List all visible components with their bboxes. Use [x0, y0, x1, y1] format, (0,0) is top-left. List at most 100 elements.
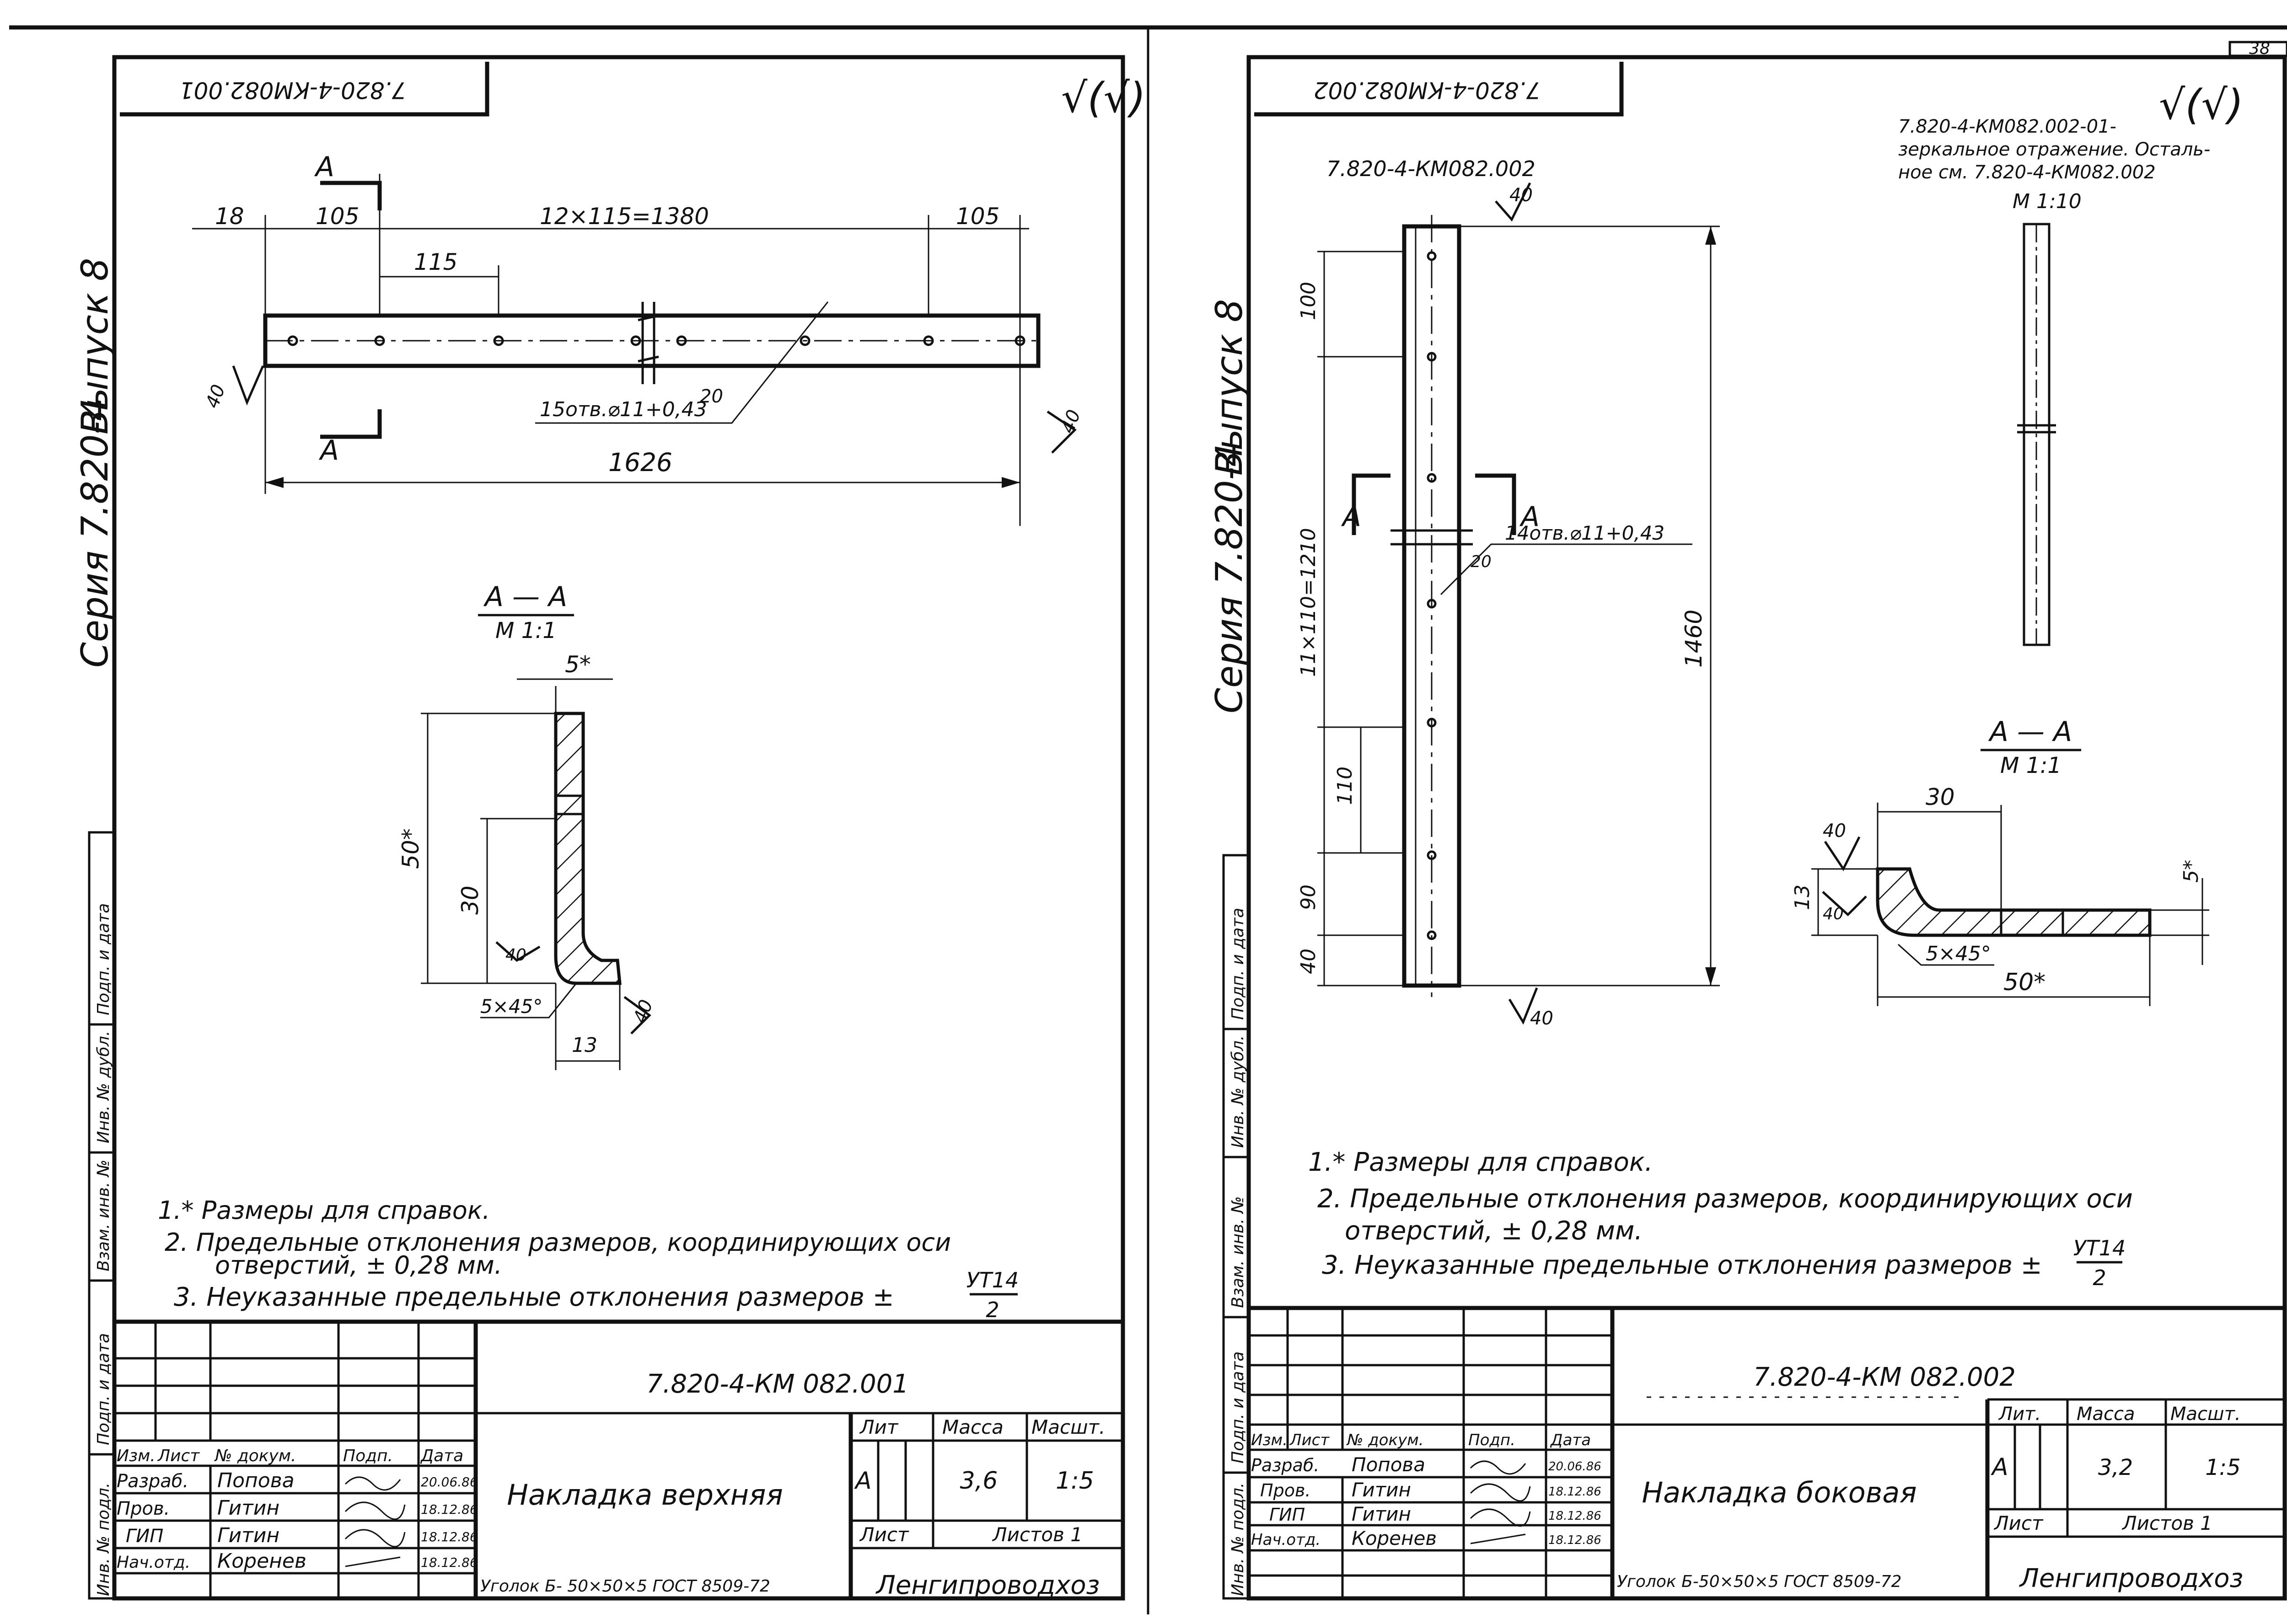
dim-length-1626: 1626	[608, 448, 672, 477]
page-number: 38	[2249, 39, 2270, 58]
sheet1-section-aa: А — А М 1:1 5* 50* 30 13 5×45° 40	[397, 581, 657, 1070]
person: Попова	[217, 1469, 295, 1492]
stamp-field: Подп. и дата	[1229, 908, 1247, 1020]
sheet2-code-top: 7.820-4-КМ082.002	[1314, 77, 1541, 103]
dim-90: 90	[1297, 884, 1320, 910]
lit-value: А	[854, 1467, 872, 1495]
sheet2-notes: 1.* Размеры для справок. 2. Предельные о…	[1308, 1147, 2133, 1290]
sheets-label-2: Листов 1	[2121, 1512, 2212, 1534]
scale-value: 1:5	[1056, 1467, 1094, 1495]
dim-50-2: 50*	[2003, 969, 2045, 996]
dim-105-right: 105	[956, 203, 999, 230]
note-1: 1.* Размеры для справок.	[158, 1196, 490, 1225]
dim-5: 5*	[565, 651, 591, 678]
margin-series-2: Серия 7.820-4	[1208, 444, 1251, 713]
dim-18: 18	[215, 203, 244, 230]
date: 18.12.86	[1548, 1509, 1601, 1523]
role: Пров.	[117, 1498, 170, 1519]
tolerance-num-2: УТ14	[2073, 1236, 2126, 1260]
hole-angle: 20	[700, 386, 723, 407]
sheet2-title-block: 7.820-4-КМ 082.002 Изм. Лист № докум. По…	[1249, 1306, 2285, 1598]
note-3: 3. Неуказанные предельные отклонения раз…	[174, 1282, 894, 1312]
role: Пров.	[1260, 1480, 1310, 1501]
rough-inner-2: 40	[1823, 905, 1844, 923]
mass-label: Масса	[942, 1416, 1004, 1438]
date: 18.12.86	[421, 1555, 478, 1570]
section-title: А — А	[483, 581, 567, 613]
sheet2-frame	[1246, 55, 2287, 1601]
sheet1-title-block: 7.820-4-КМ 082.001 Изм. Лист № докум. По…	[114, 1319, 1123, 1600]
scale-label-2: Масшт.	[2170, 1404, 2241, 1425]
sheet2-code-box	[1254, 62, 1624, 117]
lit-label: Лит	[859, 1416, 899, 1438]
signatures	[344, 1476, 406, 1567]
hdr: Изм.	[117, 1447, 156, 1465]
sheet2-holes	[1427, 251, 1437, 940]
role: Нач.отд.	[117, 1553, 190, 1572]
rough-top: 40	[1509, 185, 1533, 206]
role: ГИП	[1269, 1505, 1305, 1525]
person: Попова	[1352, 1453, 1425, 1476]
rough-left: 40	[202, 382, 230, 411]
dim-13: 13	[572, 1034, 597, 1057]
dim-40: 40	[1297, 949, 1320, 974]
signatures-2	[1470, 1460, 1531, 1544]
sheet2-variant-note: 7.820-4-КМ082.002-01- зеркальное отражен…	[1898, 116, 2210, 646]
hdr: Подп.	[1468, 1431, 1515, 1449]
hdr: Подп.	[343, 1447, 393, 1465]
section-profile-2	[1876, 867, 2152, 937]
dim-length-1460: 1460	[1680, 610, 1707, 668]
margin-issue-right: Выпуск 8	[1208, 299, 1251, 476]
scale-value-2: 1:5	[2205, 1455, 2240, 1480]
person: Коренев	[217, 1549, 306, 1573]
sheet1-top-view: 18 105 12×115=1380 105 115 1626 А А 15от…	[192, 151, 1085, 526]
person: Гитин	[1352, 1479, 1411, 1501]
margin-issue-left: Выпуск 8	[74, 258, 116, 434]
dim-pitch-total-2: 11×110=1210	[1297, 528, 1320, 677]
sheets-label: Листов 1	[992, 1523, 1083, 1546]
sheet1-code-box	[120, 62, 489, 117]
person: Гитин	[1352, 1503, 1411, 1525]
section-profile	[554, 712, 622, 985]
sheet2-margin-stamp: Подп. и дата Инв. № дубл. Взам. инв. № П…	[1222, 854, 1250, 1600]
date: 18.12.86	[421, 1529, 478, 1544]
margin-series: Серия 7.820-4	[74, 398, 116, 668]
doc-code: 7.820-4-КМ 082.001	[646, 1369, 909, 1399]
doc-code-2: 7.820-4-КМ 082.002	[1753, 1362, 2016, 1392]
rough-outer: 40	[629, 997, 657, 1026]
person: Коренев	[1352, 1527, 1437, 1549]
note-2b-2: отверстий, ± 0,28 мм.	[1345, 1216, 1643, 1246]
sheet1-frame	[112, 55, 1125, 1601]
dim-pitch-total: 12×115=1380	[540, 203, 709, 230]
role: Разраб.	[1251, 1455, 1319, 1475]
stamp-field: Инв. № дубл.	[1229, 1035, 1247, 1148]
sheet2-section-aa: А — А М 1:1 30 13 5* 50* 5×45°	[1791, 716, 2209, 1006]
lit-value-2: А	[1991, 1453, 2008, 1481]
sheet1-roughness-symbol: √(√)	[1061, 74, 1146, 122]
org-2: Ленгипроводхоз	[2019, 1564, 2244, 1593]
variant-note-3: ное см. 7.820-4-КМ082.002	[1898, 162, 2156, 183]
dim-50: 50*	[397, 828, 424, 869]
dim-105-left: 105	[316, 203, 359, 230]
hdr: Лист	[1289, 1431, 1330, 1449]
stamp-field: Инв. № дубл.	[94, 1031, 113, 1143]
stamp-field: Подп. и дата	[94, 903, 113, 1015]
section-mark-left: А	[1341, 501, 1361, 533]
note-1-2: 1.* Размеры для справок.	[1308, 1147, 1653, 1177]
date: 18.12.86	[1548, 1485, 1601, 1499]
variant-note-1: 7.820-4-КМ082.002-01-	[1898, 116, 2116, 137]
mass-value: 3,6	[960, 1467, 998, 1495]
tolerance-den: 2	[986, 1297, 999, 1322]
sheet2-side-view: 7.820-4-КМ082.002 40	[1297, 156, 1720, 1029]
sheet-2: 7.820-4-КМ082.002 √(√) Серия 7.820-4 Вып…	[1208, 55, 2287, 1601]
chamfer: 5×45°	[480, 995, 542, 1018]
mass-label-2: Масса	[2077, 1404, 2135, 1425]
hdr: Дата	[1550, 1431, 1591, 1449]
tolerance-num: УТ14	[966, 1268, 1019, 1292]
sheet1-margin-stamp: Подп. и дата Инв. № дубл. Взам. инв. № П…	[88, 831, 116, 1600]
dim-110: 110	[1333, 766, 1357, 805]
note-2: 2. Предельные отклонения размеров, коорд…	[165, 1228, 951, 1257]
role: Нач.отд.	[1251, 1531, 1321, 1549]
dim-100: 100	[1297, 282, 1320, 320]
